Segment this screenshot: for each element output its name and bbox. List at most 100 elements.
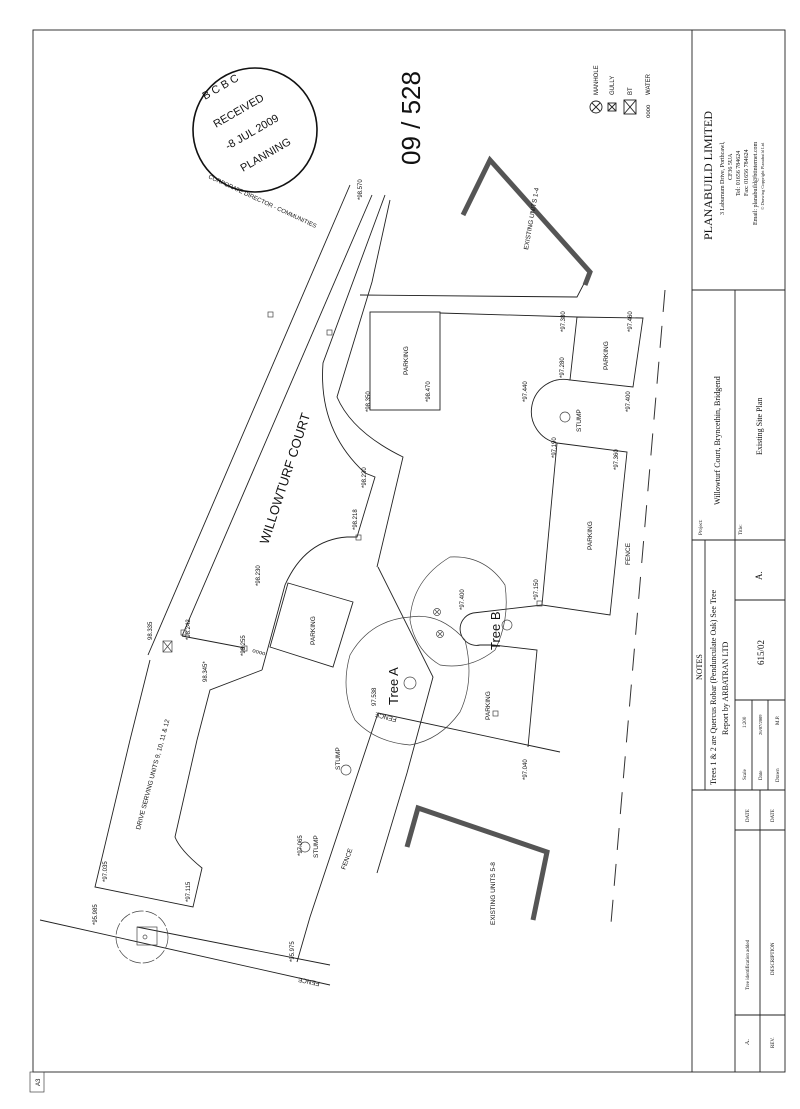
parking-label: PARKING [485, 691, 492, 720]
title-block: PLANABUILD LIMITED 3 Laburnum Drive, Por… [691, 30, 785, 1072]
svg-text:DATE: DATE [771, 809, 776, 822]
svg-text:PLANABUILD LIMITED: PLANABUILD LIMITED [701, 111, 715, 240]
svg-text:Title:: Title: [739, 524, 744, 535]
svg-text:Existing Site Plan: Existing Site Plan [755, 398, 764, 455]
svg-text:98.345*: 98.345* [203, 661, 209, 682]
svg-text:*98.230: *98.230 [256, 565, 262, 586]
fence-label: FENCE [297, 975, 321, 987]
site-linework [39, 184, 666, 986]
bt-icon [623, 99, 637, 115]
svg-text:CORPORATE DIRECTOR - COMMUNITI: CORPORATE DIRECTOR - COMMUNITIES [207, 174, 317, 229]
svg-text:NOTES: NOTES [695, 654, 704, 680]
sheet-size: A3 [36, 1078, 42, 1086]
svg-text:*97.040: *97.040 [523, 759, 529, 780]
legend: MANHOLE GULLY BT oooo WATER [589, 65, 652, 118]
svg-text:*98.570: *98.570 [358, 179, 364, 200]
boundary-tree [115, 910, 169, 964]
parking-label: PARKING [403, 346, 410, 375]
tree-b [409, 556, 513, 667]
svg-text:*97.150: *97.150 [534, 579, 540, 600]
fence-label: FENCE [625, 542, 632, 565]
fence-label: FENCE [374, 710, 398, 723]
water-icon: oooo [251, 648, 266, 657]
svg-text:*97.400: *97.400 [626, 391, 632, 412]
svg-text:Fax: 01656 784624: Fax: 01656 784624 [744, 149, 750, 196]
svg-text:*95.975: *95.975 [290, 941, 296, 962]
svg-text:*95.985: *95.985 [93, 904, 99, 925]
stump-icon [299, 841, 311, 853]
svg-text:97.538: 97.538 [372, 687, 378, 706]
received-stamp: B C B C RECEIVED -8 JUL 2009 PLANNING CO… [192, 67, 318, 230]
tree-b-label: Tree B [488, 611, 503, 650]
svg-text:M.P.: M.P. [776, 716, 781, 725]
svg-text:A.: A. [745, 1039, 751, 1045]
svg-text:615/02: 615/02 [756, 640, 766, 665]
svg-text:*97.065: *97.065 [298, 835, 304, 856]
svg-text:Willowturf Court, Bryncethin,: Willowturf Court, Bryncethin, Bridgend [713, 376, 722, 505]
manhole-icon [589, 100, 603, 114]
tree-a-label: Tree A [386, 667, 401, 705]
parking-label: PARKING [310, 616, 317, 645]
svg-text:*98.230: *98.230 [362, 467, 368, 488]
parking-label: PARKING [587, 521, 594, 550]
sheet-border [32, 29, 786, 1073]
svg-text:Email: planabuild@btinternet.c: Email: planabuild@btinternet.com [753, 141, 759, 225]
drive-label: DRIVE SERVING UNITS 9, 10, 11 & 12 [135, 718, 171, 830]
svg-text:*97.360: *97.360 [614, 449, 620, 470]
svg-text:*97.440: *97.440 [523, 381, 529, 402]
svg-text:*97.280: *97.280 [560, 357, 566, 378]
svg-text:*97.460: *97.460 [628, 311, 634, 332]
svg-text:GULLY: GULLY [610, 76, 616, 95]
svg-text:DATE: DATE [746, 809, 751, 822]
svg-text:*97.115: *97.115 [186, 881, 192, 902]
stump-label: STUMP [576, 409, 583, 432]
bt-icon [162, 640, 173, 653]
svg-text:*97.190: *97.190 [552, 437, 558, 458]
svg-text:26/07/2009: 26/07/2009 [758, 714, 763, 735]
svg-text:*98.242: *98.242 [186, 619, 192, 640]
svg-text:Trees 1 & 2 are Quercus Robar: Trees 1 & 2 are Quercus Robar (Penduncul… [709, 589, 718, 785]
stump-icon [340, 764, 352, 776]
svg-text:*98.470: *98.470 [426, 381, 432, 402]
svg-text:WATER: WATER [646, 73, 652, 95]
svg-text:BT: BT [628, 87, 634, 95]
units-5-8-label: EXISTING UNITS 5-8 [490, 862, 497, 925]
existing-units-5-8-building [404, 804, 550, 921]
svg-text:*98.350: *98.350 [366, 391, 372, 412]
svg-text:98.335: 98.335 [148, 621, 154, 640]
svg-text:3 Laburnum Drive, Porthcawl,: 3 Laburnum Drive, Porthcawl, [720, 141, 726, 215]
road-label: WILLOWTURF COURT [257, 411, 314, 546]
water-icon: oooo [646, 104, 652, 118]
stump-label: STUMP [313, 835, 320, 858]
svg-text:Scale: Scale [743, 768, 748, 780]
manhole-icon [433, 608, 441, 616]
stump-icon [559, 411, 571, 423]
svg-text:MANHOLE: MANHOLE [594, 65, 600, 95]
svg-text:Date: Date [759, 770, 764, 780]
parking-label: PARKING [603, 341, 610, 370]
gully-icons [180, 311, 543, 717]
svg-text:CF36 5UA: CF36 5UA [728, 153, 734, 180]
svg-text:REV.: REV. [771, 1037, 776, 1048]
svg-text:*98.218: *98.218 [353, 509, 359, 530]
svg-text:Project:: Project: [699, 519, 704, 535]
sheet-size-box [29, 1071, 45, 1093]
svg-text:*97.400: *97.400 [460, 589, 466, 610]
svg-text:Tel: 01656 784624: Tel: 01656 784624 [736, 151, 742, 196]
tree-a [345, 615, 470, 746]
svg-text:Report by ARBATRAN LTD: Report by ARBATRAN LTD [721, 642, 730, 735]
manhole-icon [436, 630, 444, 638]
svg-text:© Drawing Copyright Planabuild: © Drawing Copyright Planabuild Ltd [760, 142, 765, 210]
stump-label: STUMP [335, 747, 342, 770]
svg-text:1:200: 1:200 [743, 716, 748, 728]
svg-text:A.: A. [754, 571, 764, 580]
svg-text:DESCRIPTION: DESCRIPTION [771, 942, 776, 975]
existing-units-1-4-building [460, 155, 593, 286]
spot-levels: *98.570 *98.242 98.335 98.345* *98.255 *… [93, 179, 634, 962]
svg-text:*97.380: *97.380 [561, 311, 567, 332]
gully-icon [607, 102, 617, 112]
svg-text:B C B C: B C B C [201, 72, 241, 102]
application-number: 09 / 528 [396, 71, 426, 165]
svg-text:*97.035: *97.035 [103, 861, 109, 882]
